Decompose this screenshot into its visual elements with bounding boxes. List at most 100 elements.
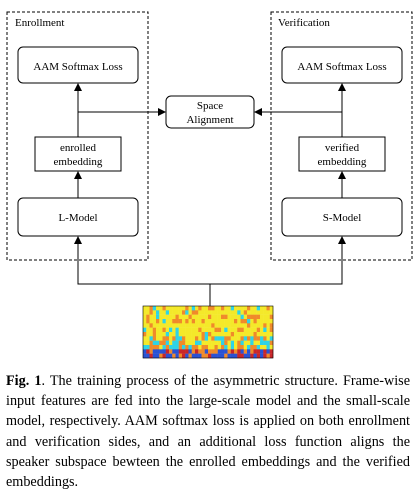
spectrogram-cell [172,332,176,337]
spectrogram-cell [191,327,196,333]
spectrogram-cell [198,340,202,346]
spectrogram-cell [195,310,199,315]
spectrogram-cell [266,323,270,328]
spectrogram-cell [240,353,244,359]
spectrogram-cell [198,323,202,328]
spectrogram-cell [169,323,173,328]
spectrogram-cell [149,345,153,350]
spectrogram-cell [250,345,254,350]
spectrogram-cell [263,323,267,328]
spectrogram-cell [201,310,205,315]
spectrogram-cell [172,323,176,328]
spectrogram-cell [234,310,238,315]
spectrogram-cell [188,349,192,354]
spectrogram-cell [191,340,196,346]
spectrogram-cell [162,349,166,354]
spectrogram-cell [227,345,231,350]
spectrogram-cell [217,340,222,346]
spectrogram-cell [152,327,157,333]
spectrogram-cell [149,332,153,337]
spectrogram-cell [217,332,222,337]
spectrogram-cell [263,353,267,359]
spectrogram-cell [217,336,222,341]
spectrogram-cell [156,353,160,359]
spectrogram-cell [211,336,215,341]
spectrogram-cell [256,327,261,333]
spectrogram-cell [175,310,179,315]
spectrogram-cell [243,310,248,315]
spectrogram-cell [234,327,238,333]
spectrogram-cell [169,306,173,311]
spectrogram-cell [182,314,186,320]
spectrogram-cell [253,314,257,320]
spectrogram-cell [178,323,183,328]
spectrogram-cell [269,332,274,337]
spectrogram-cell [253,323,257,328]
spectrogram-cell [162,340,166,346]
spectrogram-cell [221,349,225,354]
spectrogram-cell [243,345,248,350]
spectrogram-cell [250,306,254,311]
spectrogram-cell [253,306,257,311]
spectrogram-cell [224,323,228,328]
spectrogram-cell [211,306,215,311]
spectrogram-cell [195,340,199,346]
spectrogram-cell [208,306,212,311]
spectrogram-cell [156,336,160,341]
spectrogram-cell [227,336,231,341]
spectrogram-cell [162,353,166,359]
spectrogram-cell [169,314,173,320]
spectrogram-cell [143,310,147,315]
spectrogram-cell [204,349,209,354]
spectrogram-cell [198,353,202,359]
spectrogram-cell [182,319,186,324]
spectrogram-cell [185,310,189,315]
spectrogram-cell [230,345,235,350]
spectrogram-cell [146,319,150,324]
spectrogram-cell [234,319,238,324]
spectrogram-cell [172,314,176,320]
spectrogram-cell [165,332,170,337]
spectrogram-cell [227,349,231,354]
spectrogram-cell [224,332,228,337]
spectrogram-cell [169,336,173,341]
spectrogram-cell [159,323,163,328]
spectrogram-cell [169,332,173,337]
spectrogram-cell [208,349,212,354]
spectrogram-cell [185,349,189,354]
space-alignment-label-line1: Space [197,100,223,112]
spectrogram-cell [182,353,186,359]
spectrogram-cell [269,340,274,346]
spectrogram-cell [227,332,231,337]
spectrogram-cell [237,306,241,311]
spectrogram-cell [149,340,153,346]
figure-caption: Fig. 1. The training process of the asym… [6,371,410,492]
spectrogram-cell [253,345,257,350]
spectrogram-cell [146,327,150,333]
spectrogram-cell [263,319,267,324]
spectrogram-cell [178,314,183,320]
spectrogram-cell [240,332,244,337]
spectrogram-cell [195,319,199,324]
spectrogram-cell [201,353,205,359]
enrollment-group-border [6,11,149,261]
spectrogram-cell [256,332,261,337]
spectrogram-cell [159,310,163,315]
spectrogram-cell [172,349,176,354]
spectrogram-cell [188,336,192,341]
spectrogram-cell [195,323,199,328]
spectrogram-cell [224,349,228,354]
enrollment-loss-label: AAM Softmax Loss [33,61,122,73]
spectrogram-cell [266,306,270,311]
spectrogram-cell [175,336,179,341]
spectrogram-cell [182,336,186,341]
spectrogram-cell [224,314,228,320]
figure-caption-label: Fig. 1 [6,373,42,389]
spectrogram-cell [243,353,248,359]
spectrogram-cell [165,306,170,311]
spectrogram-cell [159,340,163,346]
spectrogram-cell [263,349,267,354]
spectrogram-cell [165,310,170,315]
spectrogram-cell [195,349,199,354]
spectrogram-cell [149,323,153,328]
